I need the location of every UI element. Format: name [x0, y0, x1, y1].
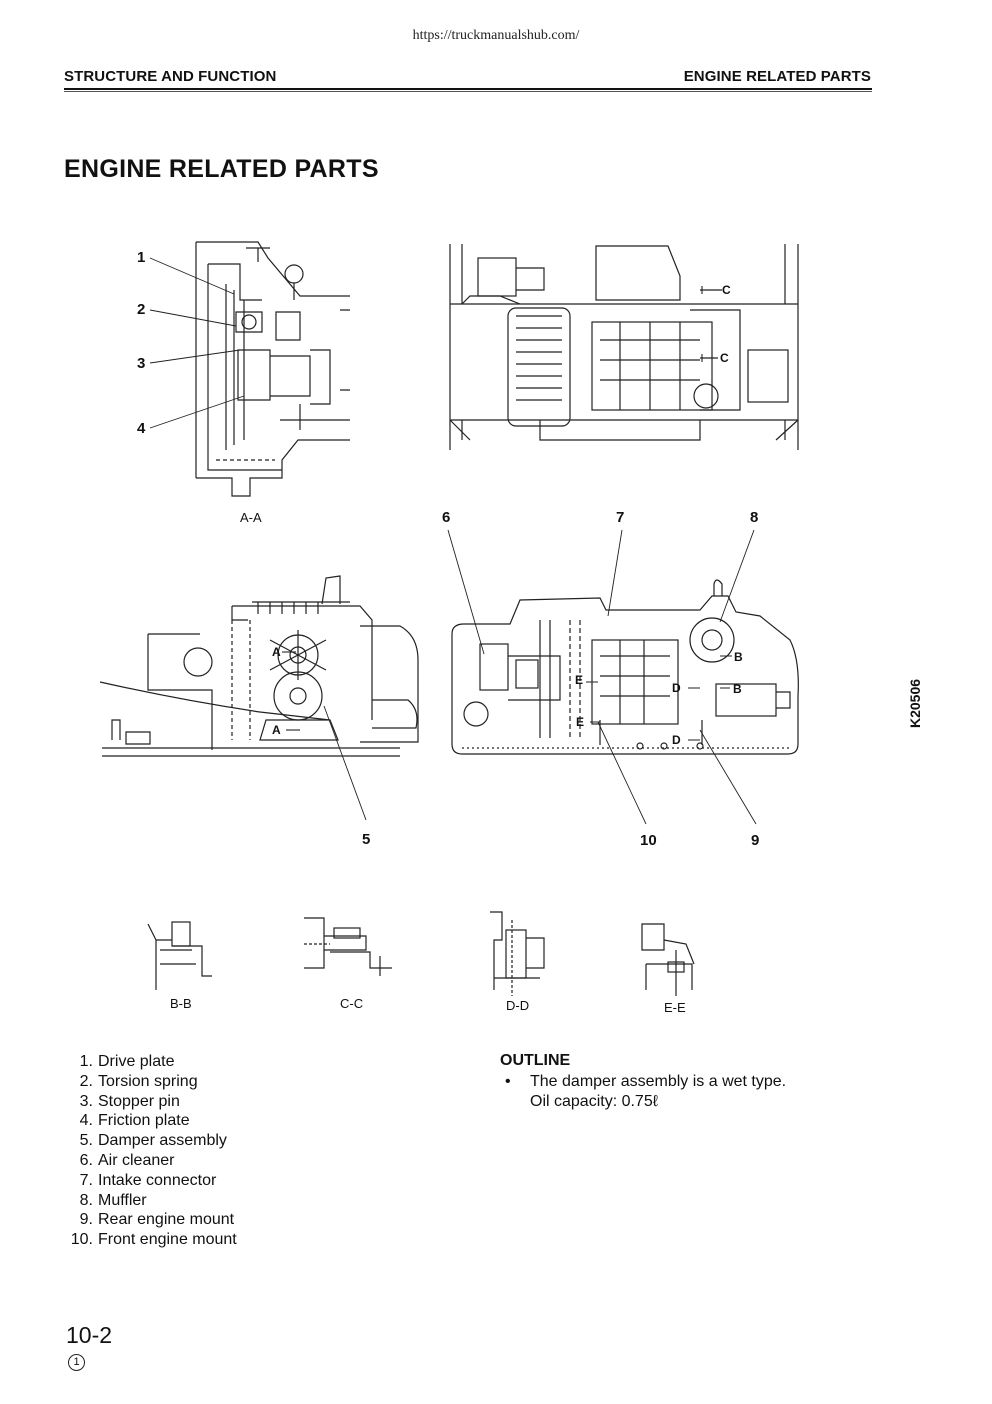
outline-heading: OUTLINE: [500, 1052, 571, 1069]
list-item: 9. Rear engine mount: [66, 1210, 237, 1230]
view-marker-a-bottom: A: [272, 723, 281, 737]
detail-cc-view: [304, 917, 392, 976]
callout-9: 9: [751, 832, 759, 849]
list-item: 4. Friction plate: [66, 1111, 237, 1131]
item-name: Muffler: [98, 1191, 147, 1209]
section-label-cc: C-C: [340, 996, 363, 1011]
front-fan-view: [99, 575, 419, 757]
item-name: Drive plate: [98, 1053, 175, 1070]
view-marker-d-mid: D: [672, 681, 681, 695]
callout-8: 8: [750, 509, 758, 526]
bullet-mark: •: [505, 1073, 511, 1090]
item-name: Damper assembly: [98, 1132, 227, 1150]
detail-bb-view: [147, 921, 212, 990]
callout-2: 2: [137, 301, 145, 318]
damper-section-aa-view: [195, 241, 350, 497]
callout-10: 10: [640, 832, 657, 849]
revision-mark: 1: [68, 1354, 85, 1371]
callout-5: 5: [362, 831, 370, 848]
list-item: 8. Muffler: [66, 1191, 237, 1211]
list-item: 10. Front engine mount: [66, 1230, 237, 1250]
outline-line-2: Oil capacity: 0.75ℓ: [530, 1092, 658, 1110]
section-label-aa: A-A: [240, 510, 262, 525]
page-number: 10-2: [66, 1322, 113, 1348]
source-url[interactable]: https://truckmanualshub.com/: [412, 28, 580, 43]
view-marker-e-bottom: E: [576, 715, 584, 729]
item-name: Rear engine mount: [98, 1211, 235, 1229]
header-rule: [64, 88, 872, 90]
section-label-bb: B-B: [170, 996, 192, 1011]
outline-line-1: The damper assembly is a wet type.: [530, 1073, 787, 1090]
view-marker-c-top: C: [722, 283, 731, 297]
item-number: 3.: [79, 1092, 93, 1110]
callout-4: 4: [137, 420, 146, 437]
view-marker-a-top: A: [272, 645, 281, 659]
callout-3: 3: [137, 355, 145, 372]
list-item: 1. Drive plate: [66, 1052, 237, 1072]
item-number: 6.: [79, 1151, 93, 1169]
list-item: 6. Air cleaner: [66, 1151, 237, 1171]
drawing-code: K20506: [907, 678, 923, 728]
item-name: Air cleaner: [98, 1151, 175, 1169]
engine-parts-drawing: 1 2 3 4 5 6 7 8 9 10 C C A A B B D D E E…: [99, 241, 799, 1015]
item-number: 4.: [79, 1112, 93, 1130]
header-chapter: ENGINE RELATED PARTS: [683, 68, 871, 85]
item-number: 5.: [79, 1132, 93, 1150]
list-item: 2. Torsion spring: [66, 1072, 237, 1092]
view-marker-d-bottom: D: [672, 733, 681, 747]
item-number: 7.: [79, 1171, 93, 1189]
parts-list: 1. Drive plate 2. Torsion spring 3. Stopper…: [66, 1052, 237, 1250]
outline-body: • The damper assembly is a wet type. Oil …: [505, 1072, 786, 1112]
view-marker-b-mid: B: [733, 682, 742, 696]
item-name: Torsion spring: [98, 1072, 198, 1090]
item-name: Friction plate: [98, 1112, 190, 1130]
view-marker-e-top: E: [575, 673, 583, 687]
list-item: 3. Stopper pin: [66, 1092, 237, 1112]
detail-ee-view: [641, 923, 695, 996]
top-plan-view: [449, 244, 799, 450]
item-name: Intake connector: [98, 1171, 217, 1189]
section-label-ee: E-E: [664, 1000, 686, 1015]
item-number: 8.: [79, 1191, 93, 1209]
item-number: 1.: [79, 1053, 93, 1070]
section-label-dd: D-D: [506, 998, 529, 1013]
callout-6: 6: [442, 509, 450, 526]
item-number: 9.: [79, 1211, 93, 1229]
item-number: 2.: [79, 1072, 93, 1090]
item-name: Stopper pin: [98, 1092, 180, 1110]
callout-7: 7: [616, 509, 624, 526]
detail-dd-view: [490, 911, 545, 996]
side-engine-view: [451, 579, 799, 755]
header-section: STRUCTURE AND FUNCTION: [64, 68, 277, 85]
item-name: Front engine mount: [98, 1231, 237, 1249]
callout-1: 1: [137, 249, 145, 266]
header-rule-thin: [64, 91, 872, 92]
page-title: ENGINE RELATED PARTS: [64, 155, 379, 183]
view-marker-c-mid: C: [720, 351, 729, 365]
list-item: 7. Intake connector: [66, 1171, 237, 1191]
view-marker-b-top: B: [734, 650, 743, 664]
item-number: 10.: [70, 1231, 93, 1249]
list-item: 5. Damper assembly: [66, 1131, 237, 1151]
